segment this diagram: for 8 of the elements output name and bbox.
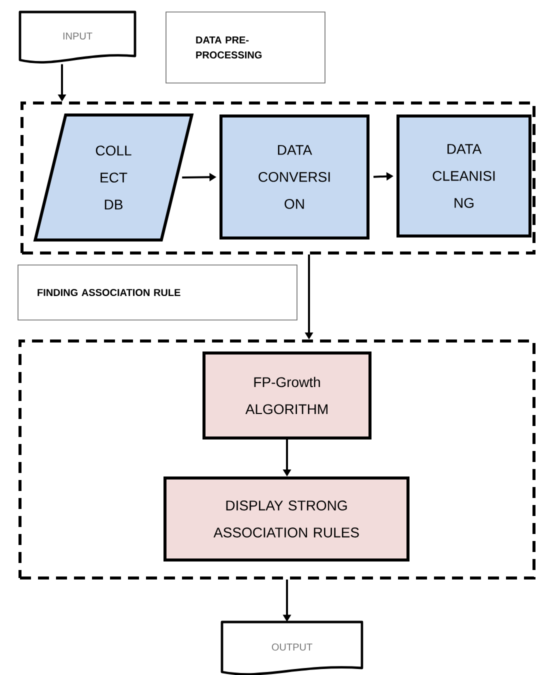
label-box: FINDING ASSOCIATION RULE bbox=[18, 264, 298, 320]
process-box: FP-Growth ALGORITHM bbox=[202, 352, 372, 440]
process-box: DATA CLEANISI NG bbox=[396, 114, 532, 238]
label-box: DATA PRE-PROCESSING bbox=[166, 12, 326, 84]
dashed-group-box bbox=[18, 340, 536, 580]
dashed-group-box bbox=[20, 102, 536, 254]
process-box: DISPLAY STRONG ASSOCIATION RULES bbox=[164, 476, 410, 562]
process-box: DATA CONVERSI ON bbox=[220, 114, 370, 240]
